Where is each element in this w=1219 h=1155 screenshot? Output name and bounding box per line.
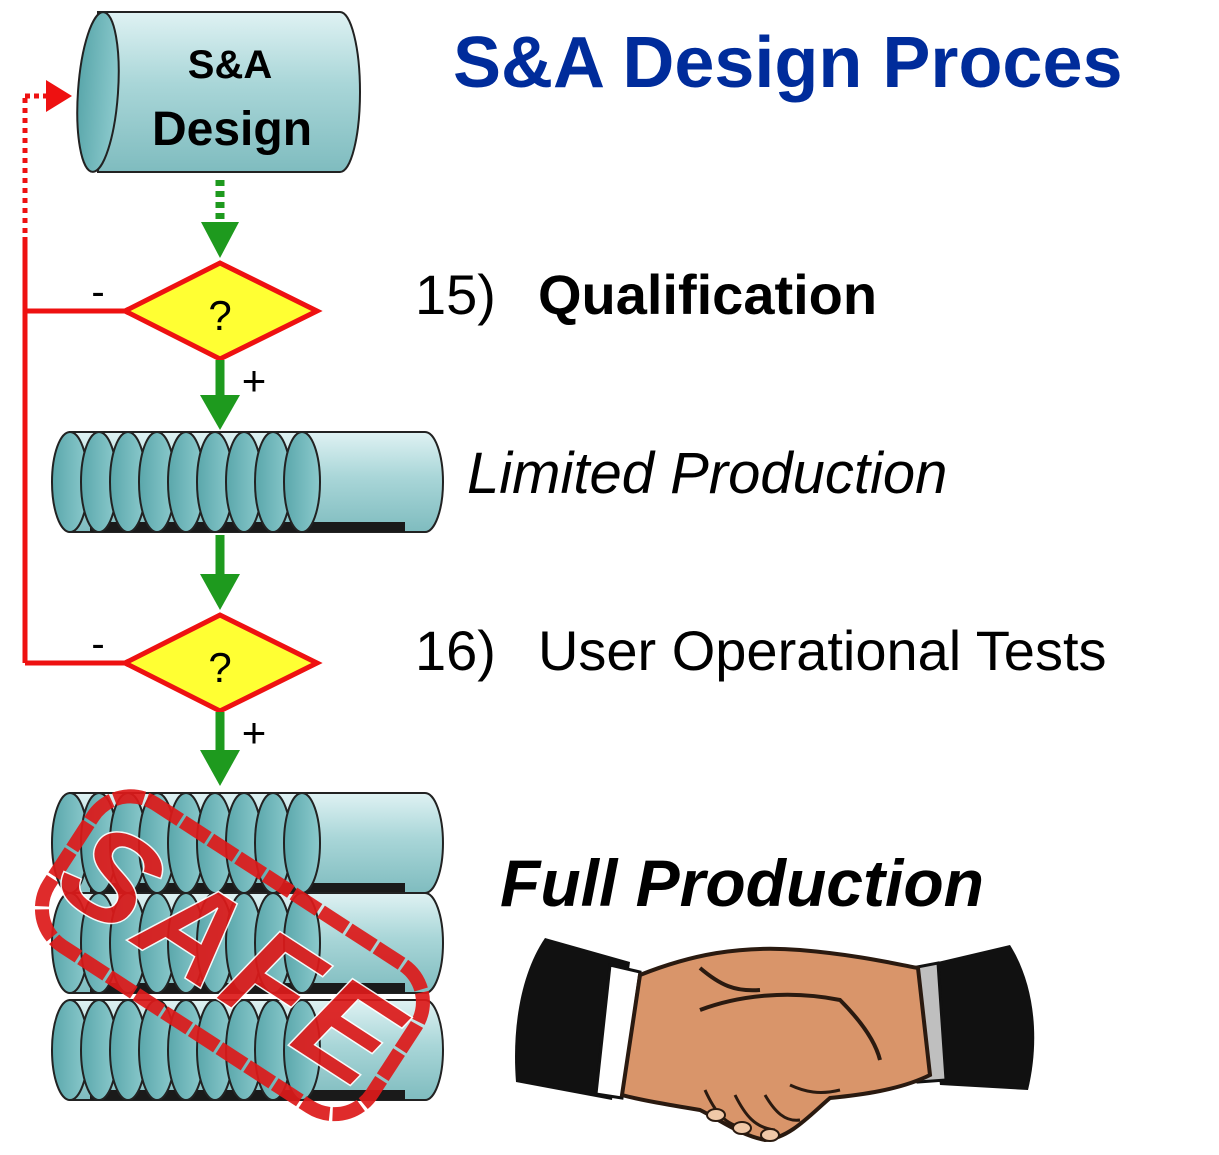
step-15-number: 15) (415, 263, 496, 326)
decision-diamond-icon: ? (119, 612, 323, 714)
decision-diamond-icon: ? (119, 260, 323, 362)
flow-arrow-4 (200, 712, 240, 786)
step-15-label: Qualification (537, 263, 878, 326)
cylinder-end-icon (283, 792, 321, 894)
full-production-cylinders (51, 892, 444, 994)
decision-2-positive: + (242, 709, 267, 756)
step-qualification: 15) Qualification (415, 262, 877, 327)
limited-production-cylinders (51, 431, 444, 533)
page-title: S&A Design Proces (453, 23, 1123, 103)
decision-2-negative: - (91, 622, 104, 666)
decision-2-symbol: ? (208, 644, 231, 691)
full-production-cylinders (51, 999, 444, 1101)
limited-production-label: Limited Production (467, 441, 948, 506)
cylinder-end-icon (283, 431, 321, 533)
flow-arrow-1 (201, 180, 239, 258)
start-node-line1: S&A (188, 43, 272, 87)
reject-arrowhead (46, 80, 72, 112)
step-16-label: User Operational Tests (537, 619, 1107, 682)
flow-arrow-3 (200, 535, 240, 610)
start-node-line2: Design (152, 103, 312, 156)
decision-1-negative: - (91, 270, 104, 314)
start-cylinder: S&A Design (76, 11, 361, 173)
handshake-icon (515, 938, 1035, 1143)
decision-1-symbol: ? (208, 292, 231, 339)
decision-1-positive: + (242, 357, 267, 404)
flow-arrow-2 (200, 360, 240, 430)
cylinder-end-icon (283, 999, 321, 1101)
step-user-operational-tests: 16) User Operational Tests (415, 618, 1107, 683)
reject-feedback-line (22, 80, 125, 666)
step-16-number: 16) (415, 619, 496, 682)
full-production-label: Full Production (500, 846, 984, 920)
